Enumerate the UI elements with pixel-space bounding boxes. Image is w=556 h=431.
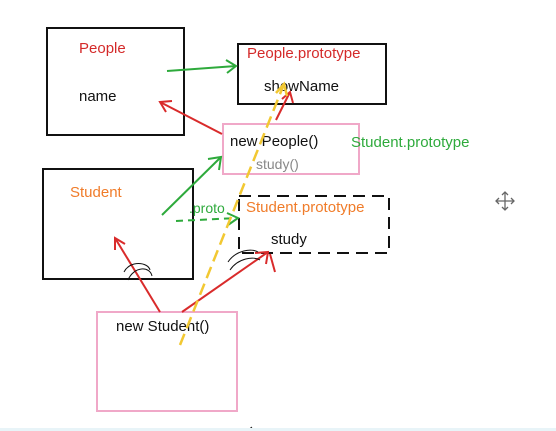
proto-label: .proto xyxy=(189,200,225,216)
new-student-box xyxy=(96,311,238,412)
people-prototype-method: showName xyxy=(264,78,340,95)
people-prototype-title: People.prototype xyxy=(247,45,361,62)
yellow-dashed-new-student-to-people-prototype xyxy=(178,81,289,346)
green-dashed-student-to-prototype xyxy=(175,212,241,226)
student-box xyxy=(42,168,194,280)
people-field-name: name xyxy=(79,88,117,105)
new-people-title: new People() xyxy=(230,133,319,150)
bottom-strip xyxy=(0,428,556,431)
people-title: People xyxy=(79,40,126,57)
people-prototype-box xyxy=(237,43,387,105)
new-people-box xyxy=(222,123,360,175)
student-prototype-method: study xyxy=(271,231,307,248)
green-arrow-student-to-new-people xyxy=(161,155,223,216)
new-people-method: study() xyxy=(256,156,299,172)
people-box xyxy=(46,27,185,136)
red-arrow-new-student-to-student xyxy=(114,236,161,313)
new-student-title: new Student() xyxy=(116,318,210,335)
red-arrow-new-people-to-people-prototype xyxy=(275,90,294,121)
student-prototype-title: Student.prototype xyxy=(246,199,365,216)
student-title: Student xyxy=(70,184,122,201)
red-arrow-new-people-to-people xyxy=(158,100,223,135)
curl-marks xyxy=(123,249,261,431)
move-icon[interactable] xyxy=(494,190,516,212)
student-prototype-annotation: Student.prototype xyxy=(351,134,470,151)
green-arrow-people-to-prototype xyxy=(166,59,238,74)
